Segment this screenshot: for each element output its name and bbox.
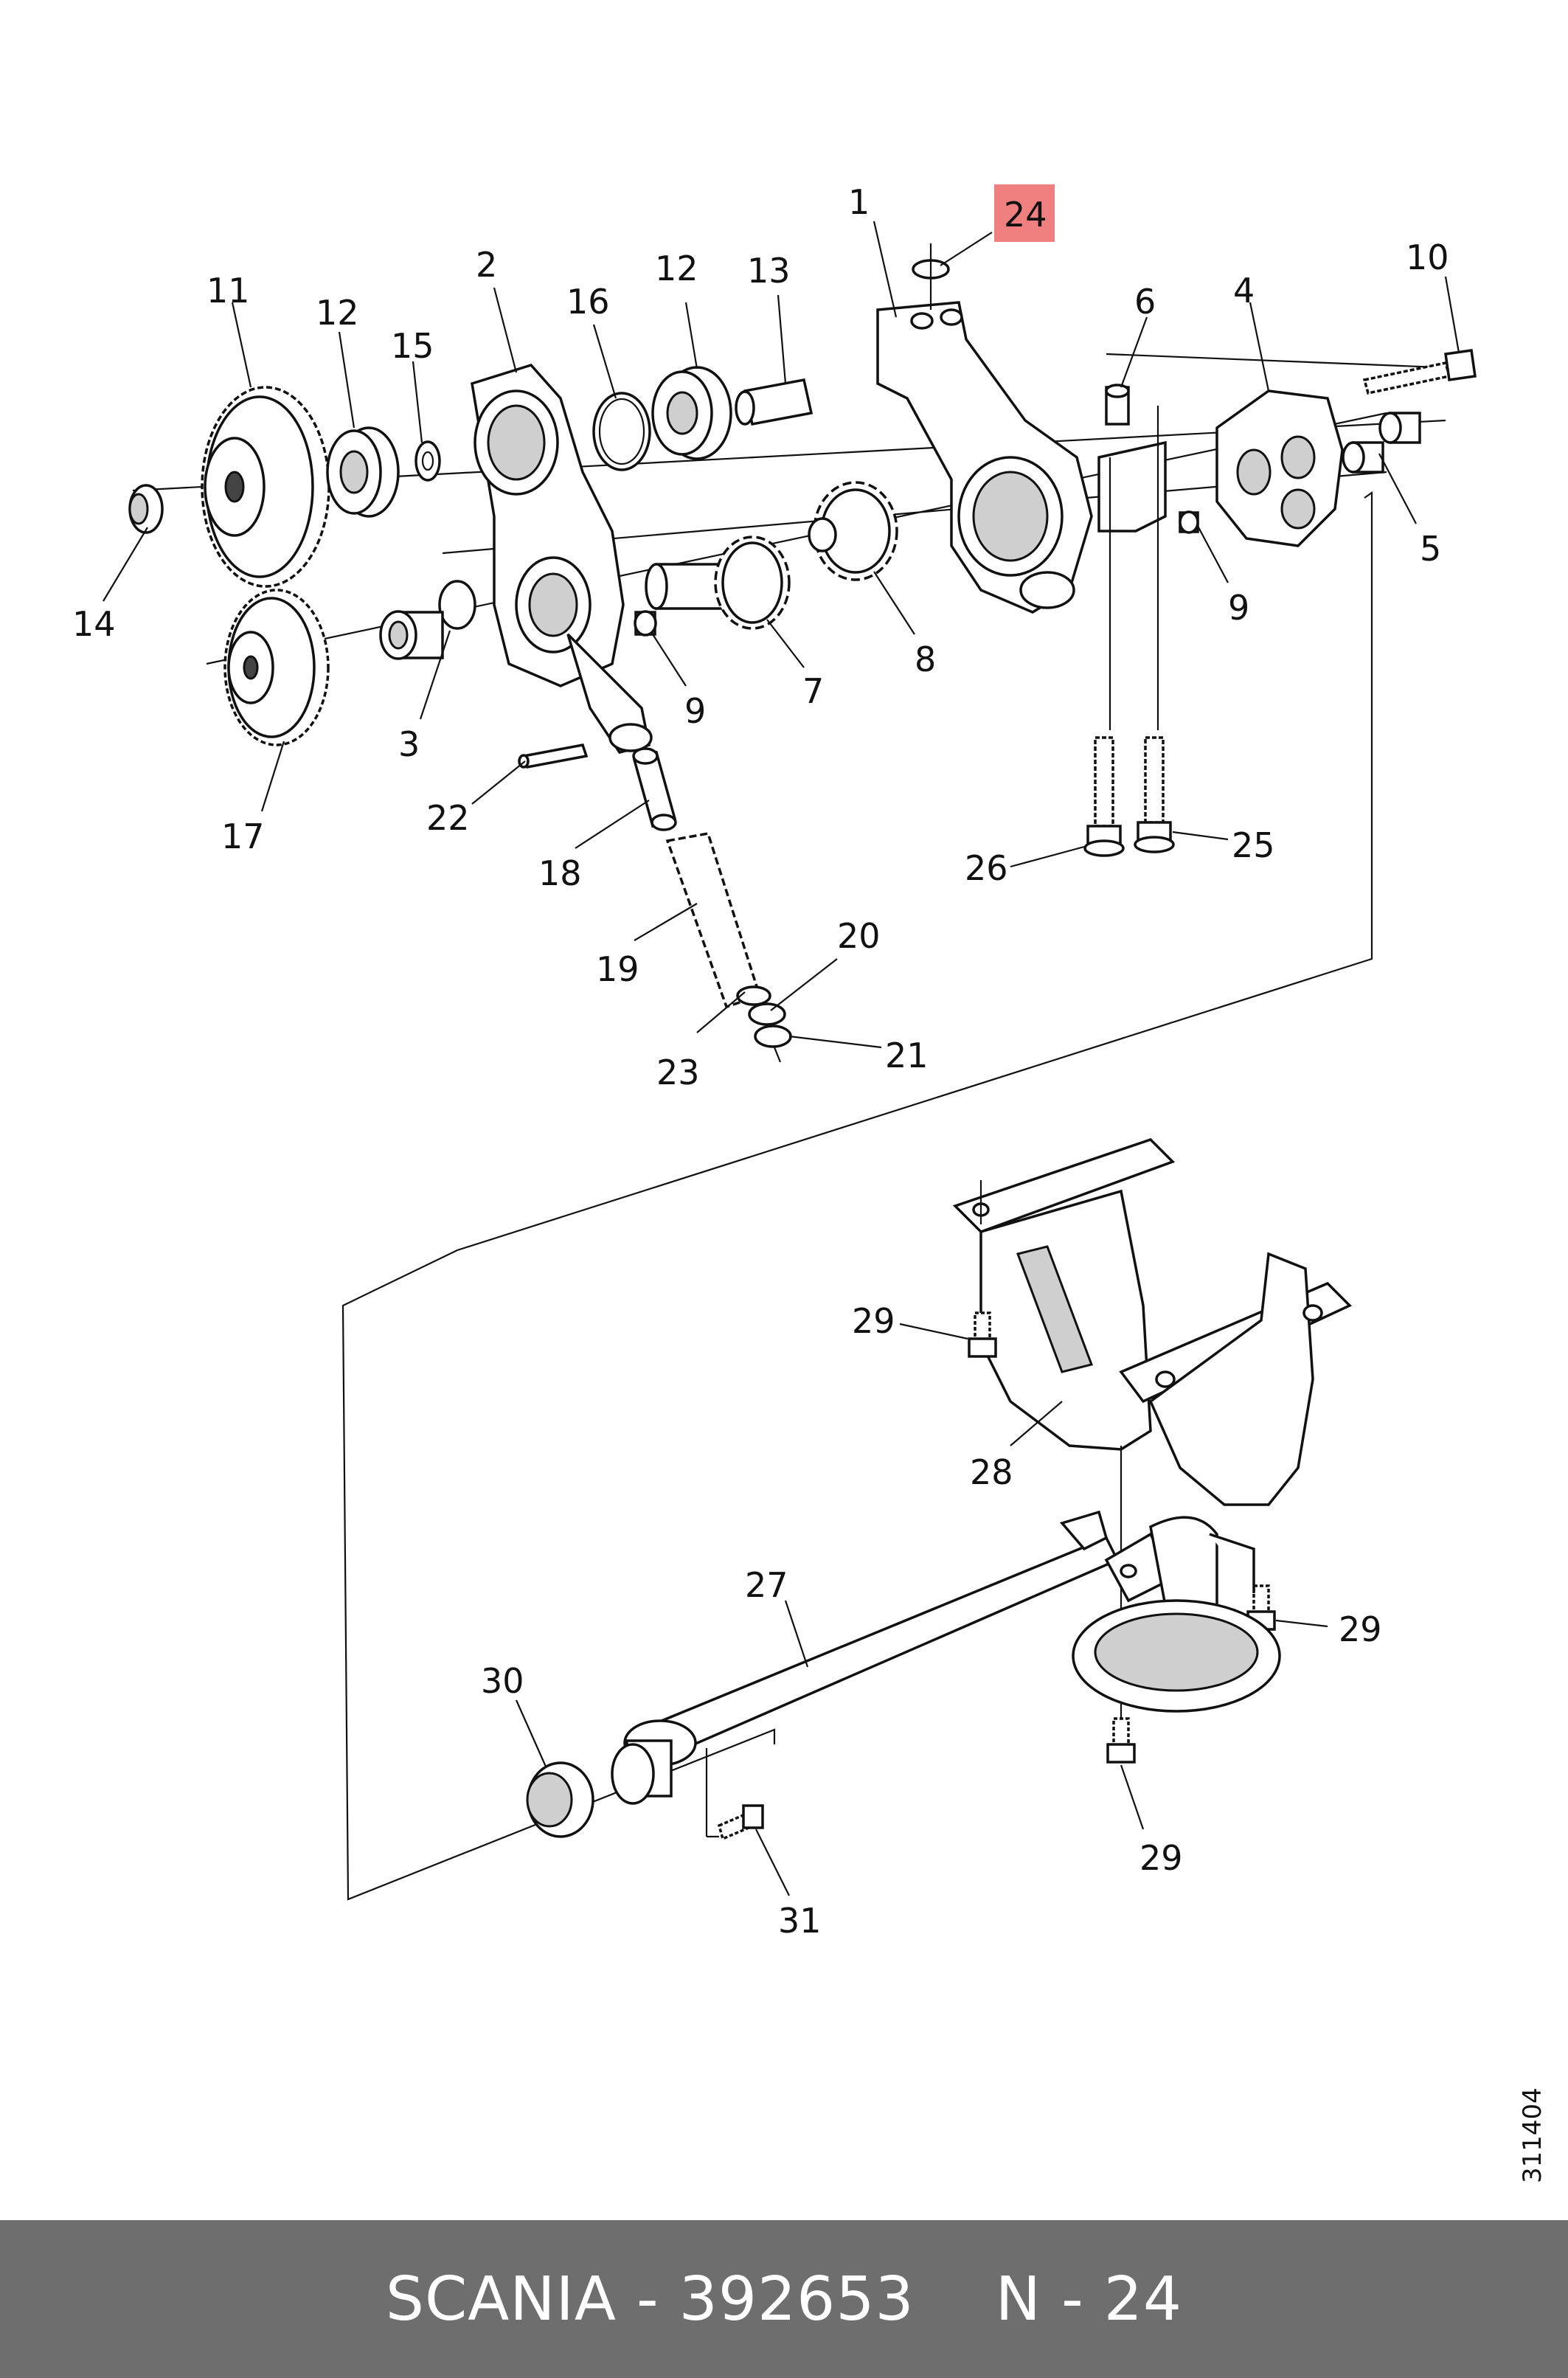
screw-29-bottom — [1106, 1446, 1136, 1764]
callout-14: 14 — [72, 604, 116, 644]
callout-31: 31 — [778, 1901, 822, 1941]
callout-21: 21 — [885, 1036, 929, 1075]
callout-3: 3 — [398, 724, 420, 764]
callout-29-bracket: 29 — [852, 1301, 895, 1341]
callout-2: 2 — [476, 245, 497, 285]
bolt-26 — [1083, 736, 1125, 857]
callout-12-left: 12 — [316, 293, 359, 333]
callout-25: 25 — [1232, 825, 1275, 865]
callout-12-right: 12 — [655, 249, 698, 288]
callout-29-right: 29 — [1339, 1609, 1382, 1649]
callout-20: 20 — [837, 916, 881, 956]
sleeve-9-left — [634, 610, 657, 637]
gear-17 — [223, 589, 330, 746]
washer-24 — [912, 243, 950, 310]
callout-22: 22 — [426, 798, 470, 838]
callout-30: 30 — [481, 1661, 524, 1701]
callout-18: 18 — [538, 853, 582, 893]
callout-29-bottom: 29 — [1139, 1838, 1183, 1878]
washer-23 — [736, 985, 771, 1006]
callout-6: 6 — [1134, 282, 1156, 322]
callout-24: 24 — [1004, 195, 1047, 235]
piston-18 — [632, 747, 677, 831]
screw-31 — [717, 1804, 764, 1841]
bearing-12-left — [326, 426, 400, 518]
pipe-flange — [611, 1719, 719, 1838]
pin-22 — [518, 743, 589, 769]
callout-26: 26 — [965, 848, 1008, 888]
callout-1: 1 — [848, 182, 870, 222]
gear-11 — [201, 386, 330, 588]
leader-lines — [103, 221, 1460, 1896]
callout-8: 8 — [915, 639, 936, 679]
housing-1 — [876, 301, 1093, 614]
callout-17: 17 — [221, 817, 265, 856]
gear-shaft-7 — [645, 535, 791, 630]
callout-10: 10 — [1406, 238, 1449, 277]
callout-7: 7 — [802, 671, 824, 711]
callout-27: 27 — [745, 1565, 788, 1605]
sleeve-9-right — [1179, 510, 1199, 534]
callout-19: 19 — [596, 949, 639, 989]
callout-28: 28 — [970, 1452, 1013, 1492]
spring-19 — [665, 832, 762, 1009]
footer-bar: SCANIA - 392653 N - 24 — [0, 2220, 1568, 2378]
callout-13: 13 — [747, 251, 791, 291]
callout-5: 5 — [1420, 529, 1441, 569]
callout-9-right: 9 — [1228, 588, 1249, 628]
bearing-12-right — [651, 366, 732, 460]
cap-14 — [128, 484, 164, 534]
footer-position: N - 24 — [995, 2264, 1183, 2334]
assembly-connector-lines — [341, 490, 1373, 1901]
callout-15: 15 — [391, 326, 434, 366]
exploded-parts-diagram: 1 24 2 16 12 13 11 12 15 6 4 10 5 9 14 3… — [72, 182, 1477, 1941]
callout-11: 11 — [207, 271, 250, 311]
callout-16: 16 — [566, 282, 610, 322]
highlight-box — [994, 184, 1055, 242]
cap-30 — [526, 1761, 594, 1838]
callout-4: 4 — [1233, 271, 1255, 311]
bushing-5 — [1342, 412, 1421, 474]
pin-13 — [735, 378, 814, 426]
pump-housing-2 — [471, 363, 653, 754]
washer-20 — [748, 1002, 786, 1026]
bolt-25 — [1134, 736, 1175, 853]
footer-brand-part: SCANIA - 392653 — [385, 2264, 915, 2334]
suction-pipe-27 — [647, 1510, 1281, 1761]
plug-21 — [754, 1025, 792, 1063]
screw-29-bracket — [968, 1311, 997, 1358]
bolt-10 — [1362, 349, 1477, 395]
bushing-3 — [379, 580, 476, 660]
valve-block — [1097, 384, 1167, 730]
gear-8 — [808, 481, 898, 581]
bracket-28 — [952, 1137, 1353, 1506]
snap-ring-16 — [592, 392, 651, 471]
cover-4 — [1215, 389, 1344, 547]
washer-15 — [414, 440, 441, 482]
callout-23: 23 — [656, 1053, 700, 1092]
callout-9-left: 9 — [684, 691, 706, 731]
drawing-code: 311404 — [1518, 2087, 1547, 2183]
callout-labels: 1 24 2 16 12 13 11 12 15 6 4 10 5 9 14 3… — [72, 182, 1449, 1941]
